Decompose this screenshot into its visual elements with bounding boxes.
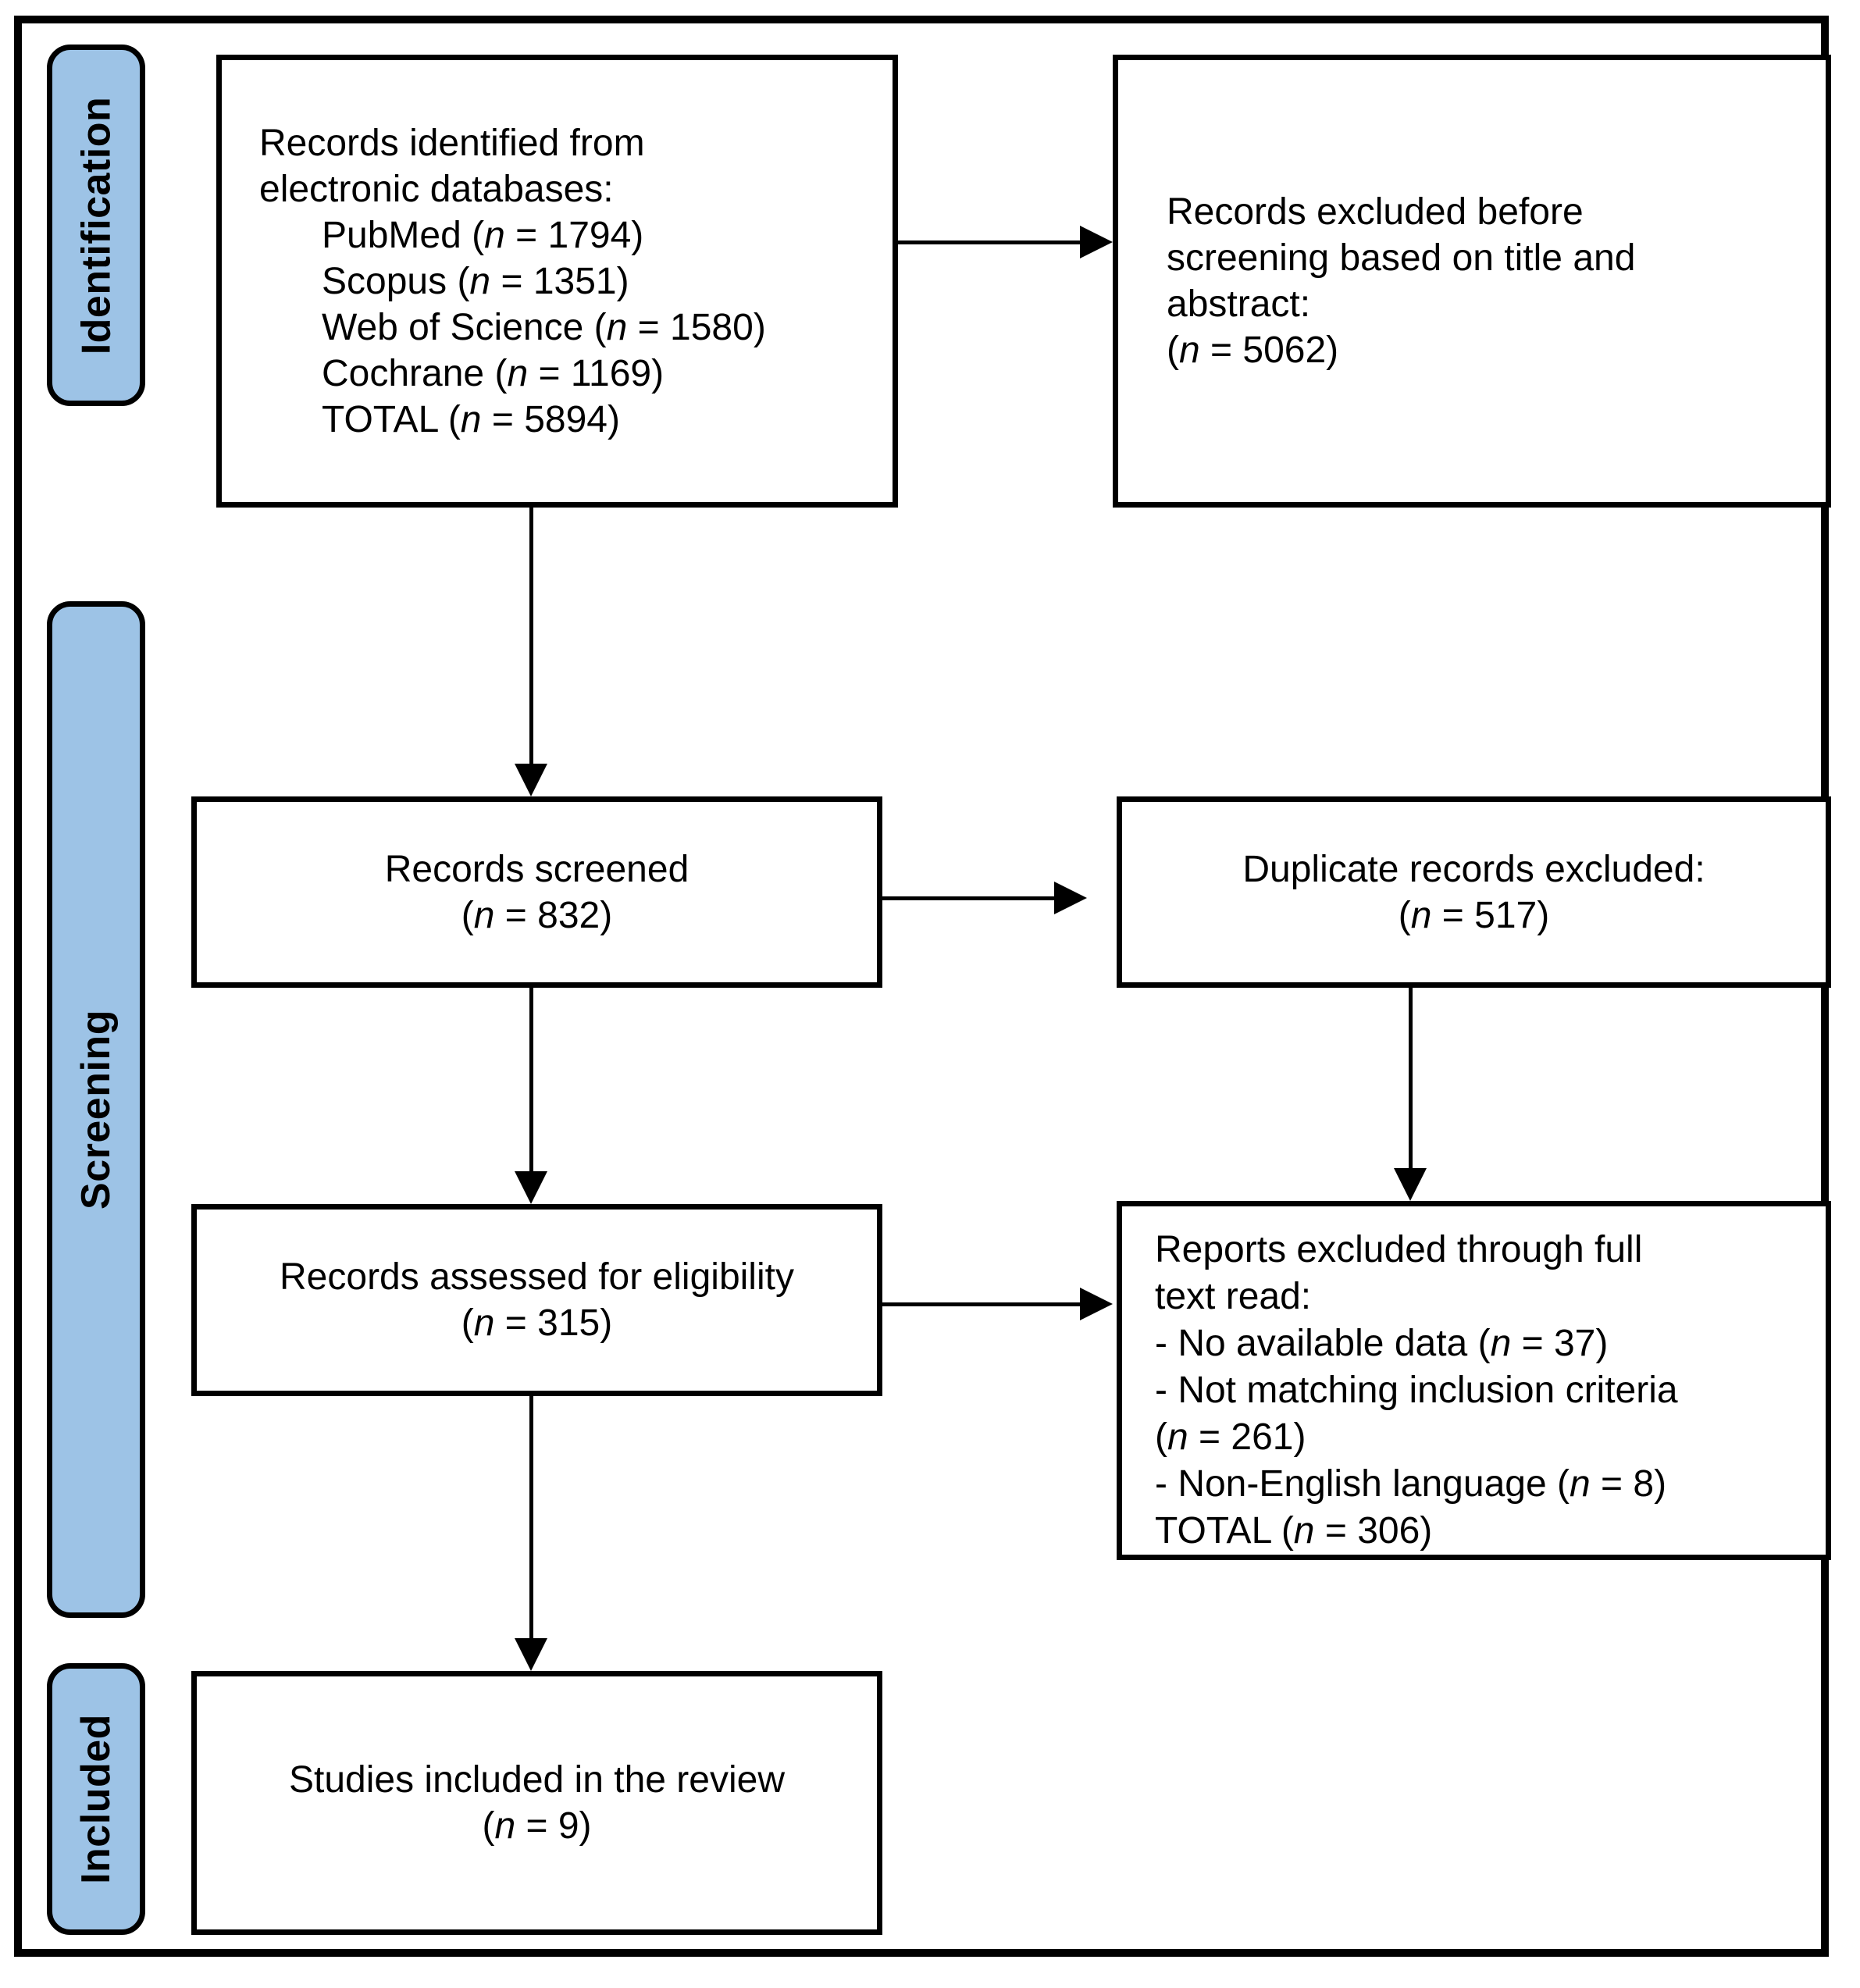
box-studies-included: Studies included in the review (n = 9) <box>191 1671 882 1935</box>
arrow-duplicates-to-reports-head <box>1394 1168 1427 1201</box>
stage-label-identification-text: Identification <box>73 96 119 354</box>
box-line: Duplicate records excluded: <box>1242 848 1705 890</box>
box-line: Records screened <box>384 848 689 890</box>
box-line: PubMed (n = 1794) <box>322 214 644 256</box>
box-line: electronic databases: <box>259 168 614 210</box>
box-line: TOTAL (n = 306) <box>1155 1510 1433 1552</box>
box-line: screening based on title and <box>1167 237 1636 279</box>
box-line: abstract: <box>1167 283 1311 325</box>
box-line: Records assessed for eligibility <box>280 1256 794 1298</box>
box-line: Records excluded before <box>1167 191 1584 233</box>
box-line: Reports excluded through full <box>1155 1229 1643 1270</box>
box-line: TOTAL (n = 5894) <box>322 398 620 440</box>
arrow-assessed-to-reports-head <box>1080 1288 1113 1320</box>
arrow-assessed-to-included-line <box>529 1396 533 1640</box>
box-records-screened: Records screened (n = 832) <box>191 796 882 988</box>
box-line: Cochrane (n = 1169) <box>322 352 665 394</box>
arrow-screened-to-duplicates-line <box>882 896 1056 900</box>
box-line: (n = 261) <box>1155 1416 1306 1458</box>
box-duplicate-records-excluded: Duplicate records excluded: (n = 517) <box>1117 796 1831 988</box>
arrow-identified-to-screened-line <box>529 508 533 765</box>
box-line: - Not matching inclusion criteria <box>1155 1370 1678 1411</box>
arrow-assessed-to-included-head <box>515 1638 547 1671</box>
arrow-identified-to-excluded-line <box>898 240 1081 244</box>
box-line: (n = 832) <box>461 894 613 936</box>
box-line: (n = 315) <box>461 1302 613 1344</box>
box-line: Web of Science (n = 1580) <box>322 306 766 348</box>
box-line: - Non-English language (n = 8) <box>1155 1463 1667 1505</box>
arrow-screened-to-assessed-line <box>529 988 533 1173</box>
stage-label-included: Included <box>47 1663 145 1935</box>
box-records-identified: Records identified from electronic datab… <box>216 55 898 508</box>
arrow-screened-to-assessed-head <box>515 1171 547 1204</box>
box-line: (n = 9) <box>482 1805 592 1847</box>
stage-label-screening: Screening <box>47 601 145 1618</box>
box-line: Studies included in the review <box>288 1759 786 1801</box>
box-records-excluded-before-screening: Records excluded before screening based … <box>1113 55 1831 508</box>
arrow-duplicates-to-reports-line <box>1409 988 1413 1171</box>
box-line: - No available data (n = 37) <box>1155 1323 1609 1364</box>
box-records-assessed: Records assessed for eligibility (n = 31… <box>191 1204 882 1396</box>
box-line: (n = 517) <box>1398 894 1550 936</box>
box-line: (n = 5062) <box>1167 330 1339 371</box>
stage-label-identification: Identification <box>47 45 145 406</box>
box-line: Scopus (n = 1351) <box>322 260 629 302</box>
box-line: text read: <box>1155 1276 1312 1317</box>
arrow-screened-to-duplicates-head <box>1054 882 1087 914</box>
box-reports-excluded-full-text: Reports excluded through full text read:… <box>1117 1201 1831 1560</box>
box-line: Records identified from <box>259 122 645 164</box>
stage-label-screening-text: Screening <box>73 1010 119 1210</box>
arrow-assessed-to-reports-line <box>882 1302 1081 1306</box>
arrow-identified-to-screened-head <box>515 764 547 796</box>
stage-label-included-text: Included <box>73 1714 119 1884</box>
arrow-identified-to-excluded-head <box>1080 226 1113 258</box>
